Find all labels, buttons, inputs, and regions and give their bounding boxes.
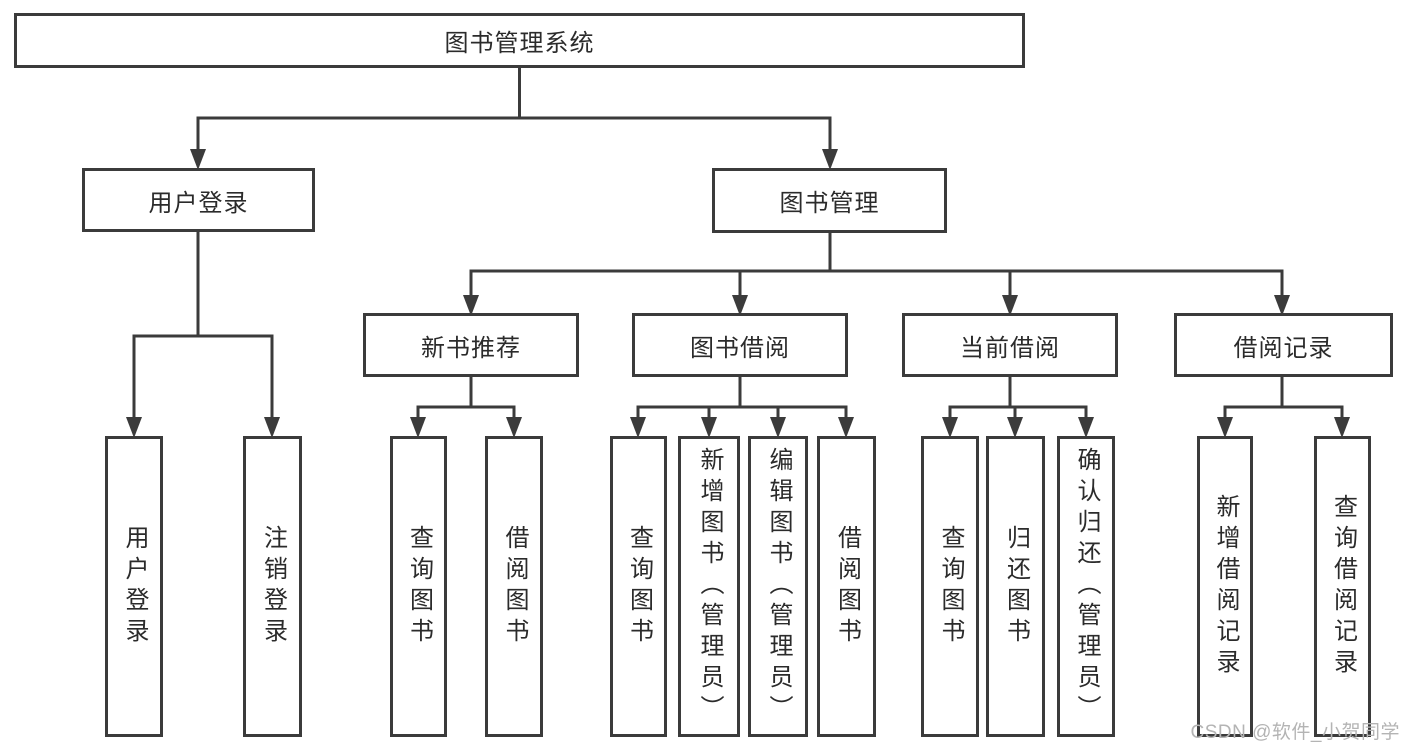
wire-borrow-records-to-leaves	[1223, 376, 1344, 421]
leaf-query-book-current-label: 查询图书	[937, 524, 964, 649]
node-book-management: 图书管理	[712, 168, 947, 233]
node-new-book-recommend: 新书推荐	[363, 313, 579, 377]
leaf-borrow-book-recommend: 借阅图书	[485, 436, 543, 737]
leaf-logout-login-label: 注销登录	[259, 524, 287, 649]
wire-root-to-level2	[196, 66, 832, 152]
arrow-to-new-book-recommend	[463, 295, 479, 316]
node-borrow-records: 借阅记录	[1174, 313, 1393, 377]
wire-book-management-to-level3	[469, 232, 1284, 298]
arrow-to-user-login	[190, 149, 206, 170]
arrow-to-leaf-query-book-recommend	[410, 417, 426, 438]
leaf-confirm-return-admin-label: 确认归还（管理员）	[1073, 447, 1100, 726]
leaf-add-borrow-record: 新增借阅记录	[1197, 436, 1253, 737]
leaf-edit-book-admin: 编辑图书（管理员）	[748, 436, 808, 737]
leaf-return-book-label: 归还图书	[1002, 524, 1030, 649]
node-current-borrow-label: 当前借阅	[960, 334, 1060, 362]
leaf-user-login: 用户登录	[105, 436, 163, 737]
leaf-query-book-recommend: 查询图书	[390, 436, 447, 737]
node-book-borrow: 图书借阅	[632, 313, 848, 377]
node-user-login-label: 用户登录	[148, 189, 249, 217]
arrow-to-book-borrow	[732, 295, 748, 316]
arrow-to-current-borrow	[1002, 295, 1018, 316]
node-root-system: 图书管理系统	[14, 13, 1025, 68]
node-user-login: 用户登录	[82, 168, 315, 232]
leaf-query-book-borrow: 查询图书	[610, 436, 667, 737]
arrow-to-leaf-confirm-return-admin	[1078, 417, 1094, 438]
leaf-user-login-label: 用户登录	[121, 524, 148, 649]
node-root-system-label: 图书管理系统	[444, 30, 595, 57]
wire-current-borrow-to-leaves	[948, 376, 1088, 421]
leaf-add-borrow-record-label: 新增借阅记录	[1212, 493, 1239, 680]
leaf-query-book-recommend-label: 查询图书	[405, 524, 433, 649]
arrow-to-leaf-return-book	[1007, 417, 1023, 438]
node-book-borrow-label: 图书借阅	[690, 334, 790, 362]
arrow-to-leaf-edit-book-admin	[770, 417, 786, 438]
wire-book-borrow-to-leaves	[636, 376, 848, 421]
arrow-to-leaf-add-book-admin	[701, 417, 717, 438]
leaf-edit-book-admin-label: 编辑图书（管理员）	[765, 447, 792, 726]
node-borrow-records-label: 借阅记录	[1233, 334, 1334, 362]
arrow-to-borrow-records	[1274, 295, 1290, 316]
leaf-query-borrow-record: 查询借阅记录	[1314, 436, 1371, 737]
leaf-query-book-borrow-label: 查询图书	[625, 524, 653, 649]
leaf-logout-login: 注销登录	[243, 436, 302, 737]
leaf-query-book-current: 查询图书	[921, 436, 979, 737]
arrow-to-leaf-borrow-book	[838, 417, 854, 438]
csdn-watermark: CSDN @软件_小贺同学	[1190, 722, 1400, 743]
leaf-query-borrow-record-label: 查询借阅记录	[1329, 493, 1357, 680]
arrow-to-leaf-user-login	[126, 417, 142, 438]
node-book-management-label: 图书管理	[779, 190, 880, 217]
leaf-return-book: 归还图书	[986, 436, 1045, 737]
leaf-confirm-return-admin: 确认归还（管理员）	[1057, 436, 1115, 737]
arrow-to-leaf-query-borrow-record	[1334, 417, 1350, 438]
arrow-to-leaf-query-book-borrow	[630, 417, 646, 438]
leaf-borrow-book-recommend-label: 借阅图书	[501, 524, 528, 649]
arrow-to-leaf-query-book-current	[942, 417, 958, 438]
node-new-book-recommend-label: 新书推荐	[421, 334, 521, 362]
arrow-to-leaf-borrow-book-recommend	[506, 417, 522, 438]
arrow-to-leaf-logout	[264, 417, 280, 438]
wire-new-book-recommend-to-leaves	[416, 376, 516, 421]
node-current-borrow: 当前借阅	[902, 313, 1118, 377]
arrow-to-book-management	[822, 149, 838, 170]
wire-user-login-to-leaves	[132, 231, 274, 420]
leaf-borrow-book: 借阅图书	[817, 436, 876, 737]
arrow-to-leaf-add-borrow-record	[1217, 417, 1233, 438]
leaf-add-book-admin-label: 新增图书（管理员）	[696, 447, 723, 726]
leaf-borrow-book-label: 借阅图书	[833, 524, 861, 649]
leaf-add-book-admin: 新增图书（管理员）	[678, 436, 740, 737]
